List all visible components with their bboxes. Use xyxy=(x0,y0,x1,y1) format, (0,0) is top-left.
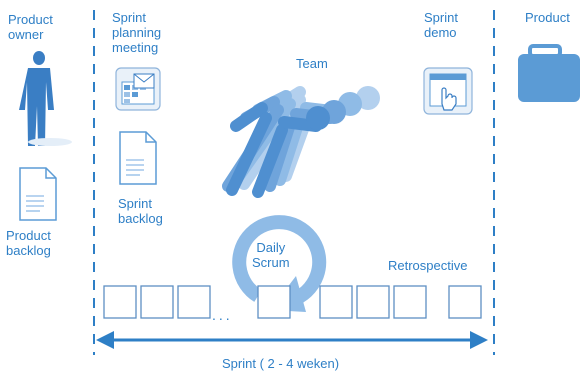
briefcase-icon xyxy=(518,44,580,102)
task-box xyxy=(448,285,482,319)
runners-icon xyxy=(222,86,380,198)
task-boxes xyxy=(103,285,482,319)
ellipsis-label: ... xyxy=(212,307,233,323)
task-box xyxy=(103,285,137,319)
sprint-duration-label: Sprint ( 2 - 4 weken) xyxy=(222,356,340,371)
sprint-backlog-label: Sprint backlog xyxy=(118,196,163,226)
person-silhouette-icon xyxy=(19,51,54,146)
document-icon xyxy=(119,131,157,185)
task-box xyxy=(319,285,353,319)
task-box xyxy=(393,285,427,319)
task-box xyxy=(356,285,390,319)
task-box xyxy=(177,285,211,319)
product-owner-label: Product owner xyxy=(8,12,53,42)
team-label: Team xyxy=(296,56,328,71)
calendar-mail-icon xyxy=(115,67,161,111)
product-label: Product xyxy=(525,10,570,25)
daily-scrum-label: Daily Scrum xyxy=(252,240,290,270)
sprint-duration-arrow xyxy=(96,331,488,349)
browser-hand-icon xyxy=(423,67,473,115)
product-backlog-label: Product backlog xyxy=(6,228,51,258)
sprint-planning-label: Sprint planning meeting xyxy=(112,10,162,55)
task-box xyxy=(257,285,291,319)
retrospective-label: Retrospective xyxy=(388,258,468,273)
sprint-demo-label: Sprint demo xyxy=(424,10,458,40)
task-box xyxy=(140,285,174,319)
document-icon xyxy=(19,167,57,221)
